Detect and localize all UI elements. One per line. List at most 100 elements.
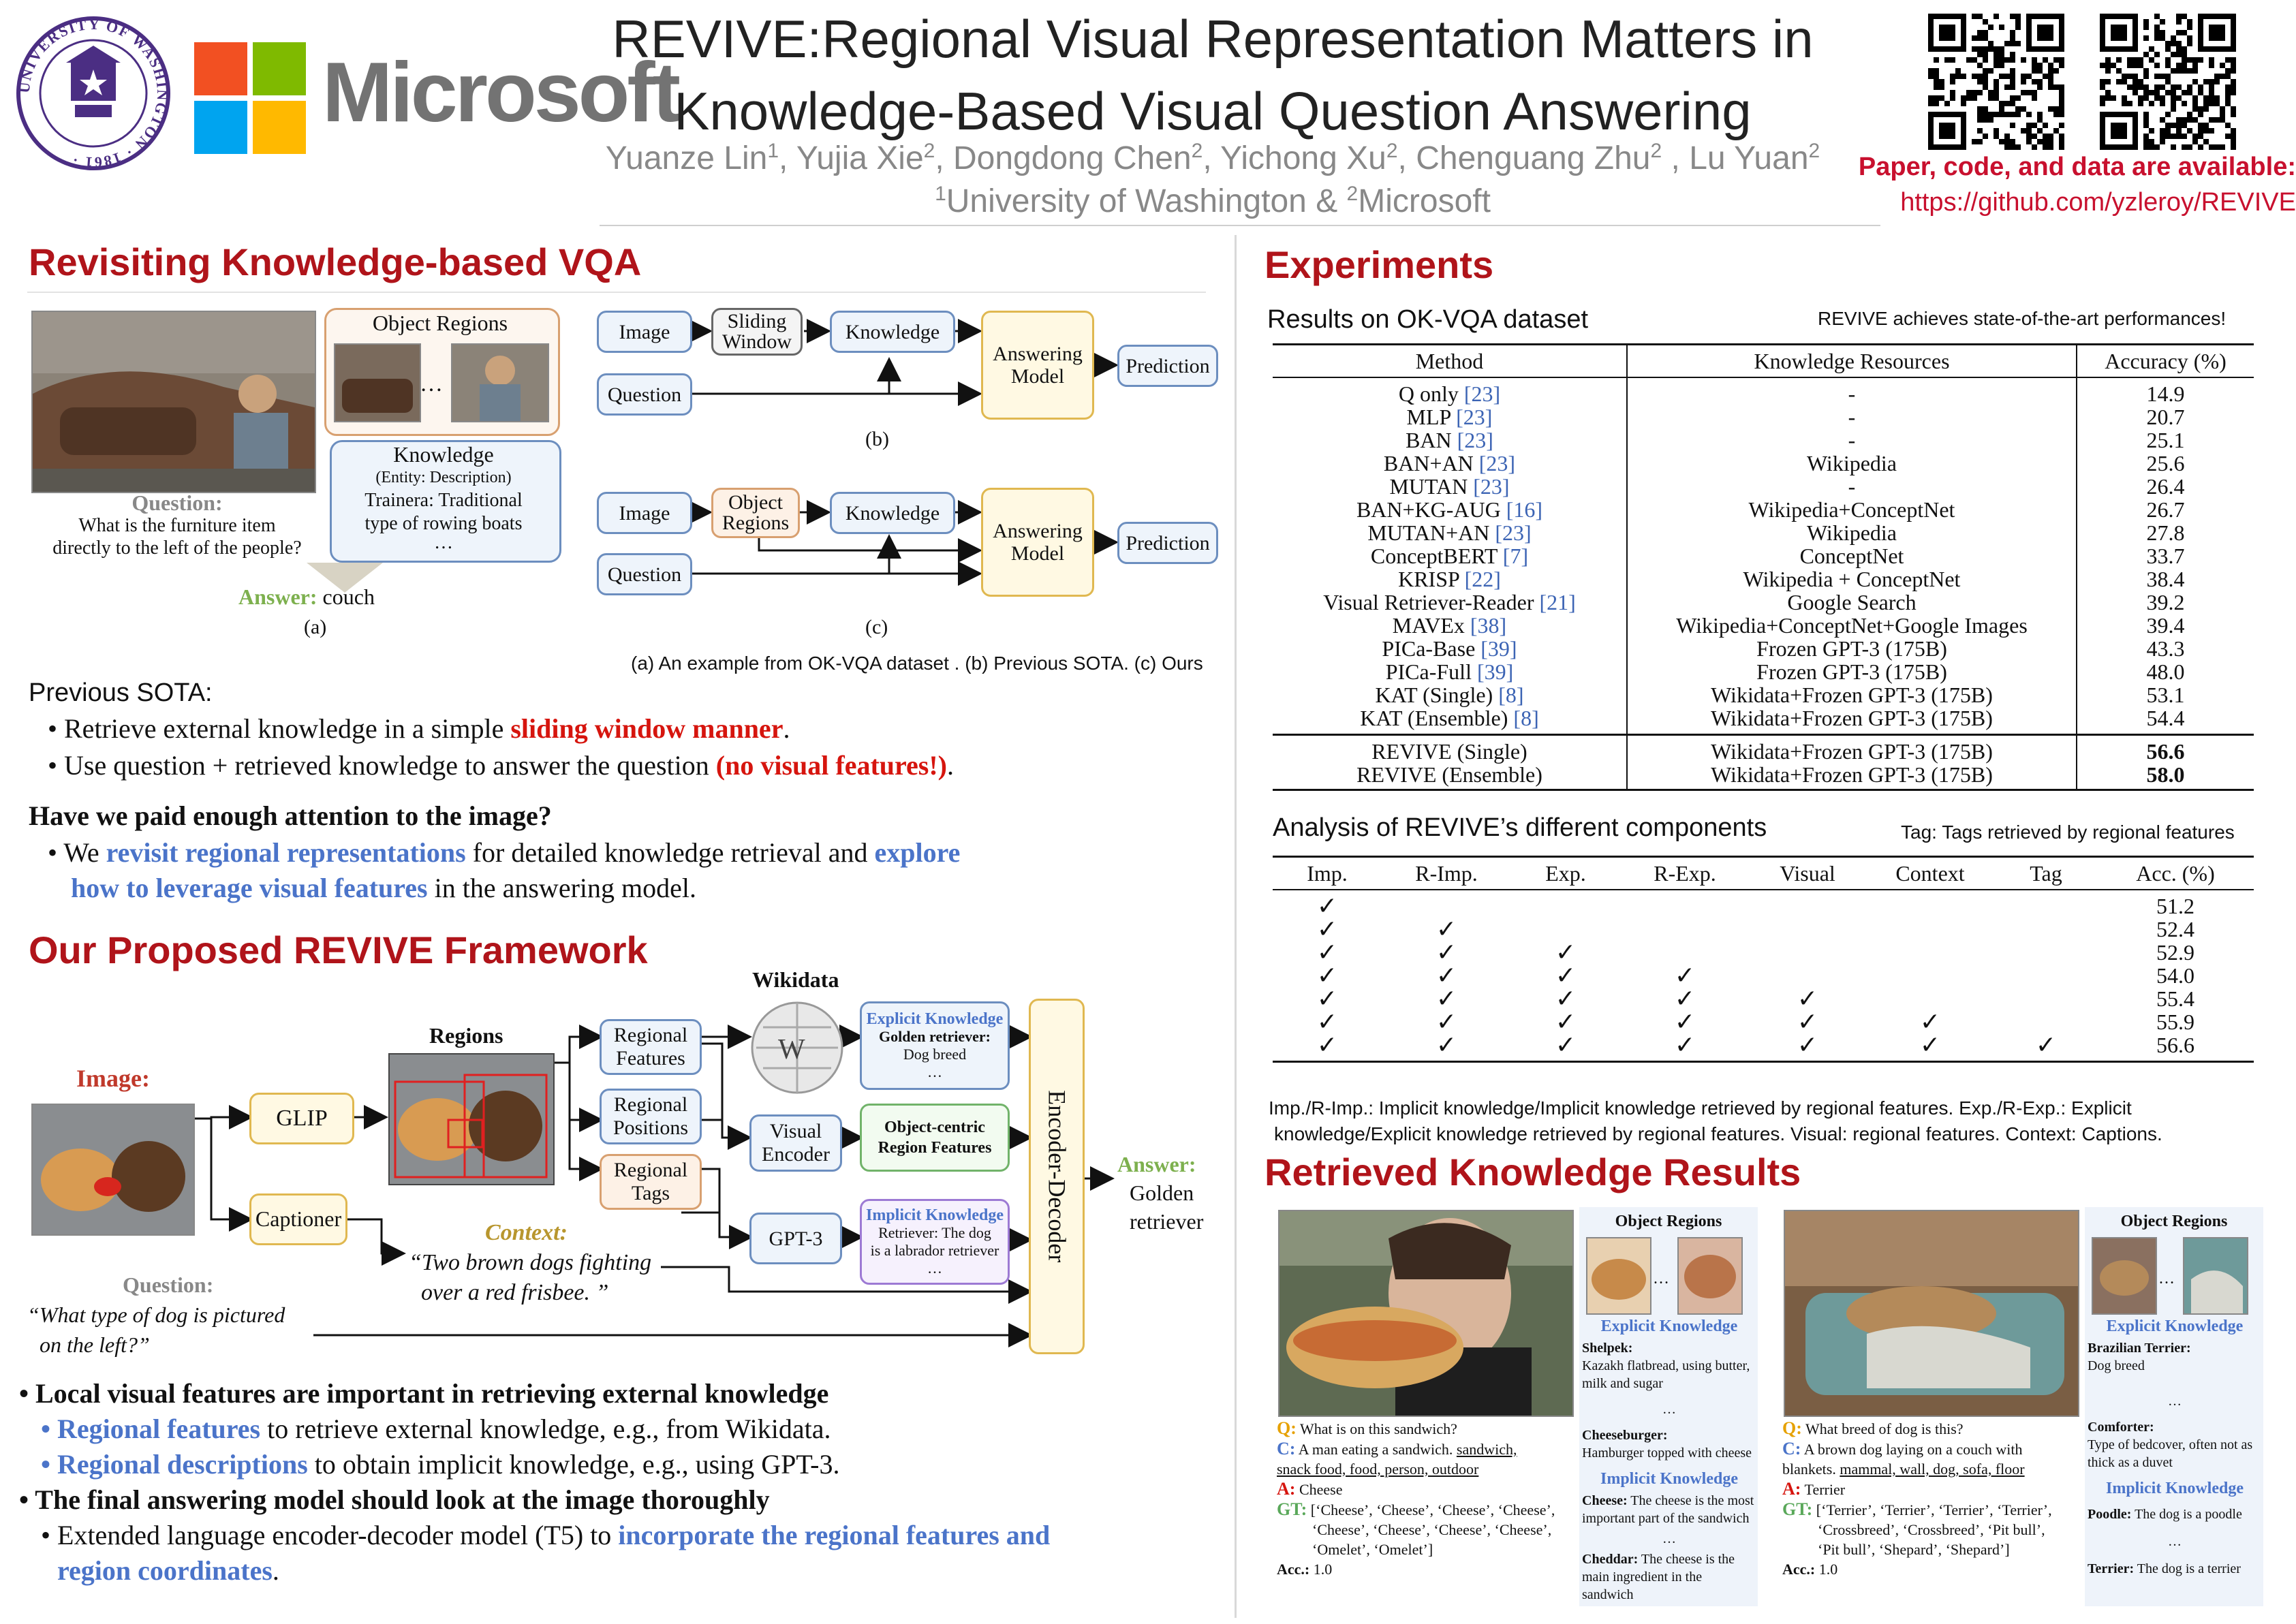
okvqa-citation[interactable]: [23] (1457, 428, 1493, 452)
okvqa-method-cell: Visual Retriever-Reader [21] (1273, 590, 1628, 614)
ex2-c-text2u: mammal, wall, dog, sofa, floor (1840, 1461, 2025, 1478)
retrieved-title: Retrieved Knowledge Results (1265, 1151, 1801, 1193)
okvqa-citation[interactable]: [23] (1456, 405, 1493, 429)
sota-note: REVIVE achieves state-of-the-art perform… (1818, 308, 2227, 329)
ablation-header-cell: Tag (2030, 861, 2062, 886)
okvqa-citation[interactable]: [39] (1476, 659, 1514, 684)
ex1-c-label: C: (1277, 1439, 1296, 1458)
fw-regional-tags-2: Tags (631, 1182, 670, 1204)
fig-c-question: Question (597, 553, 692, 595)
ablation-legend-2: knowledge/Explicit knowledge retrieved b… (1274, 1123, 2162, 1144)
ablation-accuracy: 52.4 (2156, 917, 2194, 941)
okvqa-resources: - (1627, 405, 2077, 428)
ablation-check-cell (1620, 890, 1750, 918)
okvqa-citation[interactable]: [39] (1480, 636, 1517, 661)
okvqa-citation[interactable]: [8] (1498, 683, 1524, 707)
fw-explicit-sub1: Golden retriever: (879, 1028, 991, 1045)
ex2-object-regions: Object Regions (2120, 1213, 2228, 1230)
okvqa-method: PICa-Full (1385, 659, 1477, 684)
okvqa-citation[interactable]: [23] (1463, 381, 1501, 406)
okvqa-method-cell: MLP [23] (1273, 405, 1628, 429)
fw-answer-label: Answer: (1117, 1152, 1196, 1176)
fig-a-question-text2: directly to the left of the people? (52, 537, 302, 559)
fw-regional-tags-1: Regional (613, 1159, 688, 1181)
fig-a-region-2 (451, 343, 549, 422)
okvqa-accuracy: 14.9 (2146, 381, 2185, 406)
okvqa-citation[interactable]: [22] (1464, 567, 1501, 591)
fig-a-question-label: Question: (131, 490, 223, 515)
fig-b-answering-2: Model (1010, 365, 1065, 388)
okvqa-resources: Wikidata+Frozen GPT-3 (175B) (1627, 706, 2077, 735)
fig-a-down-arrow (307, 563, 383, 593)
poster-title: REVIVE:Regional Visual Representation Ma… (545, 3, 1880, 147)
okvqa-method-cell: MUTAN [23] (1273, 474, 1628, 499)
ex2-a-text: Terrier (1801, 1481, 1846, 1498)
okvqa-citation[interactable]: [23] (1478, 451, 1516, 475)
okvqa-method-cell: ConceptBERT [7] (1273, 544, 1628, 568)
fw-image-label: Image: (76, 1065, 150, 1092)
ablation-header-cell: Imp. (1307, 861, 1348, 886)
okvqa-method-cell: KAT (Ensemble) [8] (1273, 706, 1628, 735)
wikipedia-globe-icon: W (749, 1000, 845, 1095)
ex2-i1: Poodle: The dog is a poodle (2088, 1505, 2262, 1523)
okvqa-method: Visual Retriever-Reader (1323, 590, 1540, 614)
ms-square-green (253, 42, 306, 95)
affil2-sup: 2 (1346, 183, 1359, 205)
fw-explicit-knowledge: Explicit Knowledge Golden retriever: Dog… (860, 1001, 1010, 1090)
ex1-i1-text2: important part of the sandwich (1582, 1511, 1750, 1526)
fw-regional-positions: Regional Positions (600, 1089, 702, 1144)
ms-square-yellow (253, 101, 306, 154)
repo-link[interactable]: https://github.com/yzleroy/REVIVE (1900, 188, 2296, 217)
okvqa-citation[interactable]: [23] (1473, 474, 1510, 499)
ablation-check-cell: ✓ (1797, 1031, 1818, 1059)
qr-code-paper[interactable] (1928, 14, 2064, 150)
ablation-check-cell (1995, 890, 2097, 918)
ex2-k2-name: Comforter: (2088, 1420, 2154, 1435)
ex1-k1-name: Shelpek: (1582, 1341, 1633, 1356)
okvqa-citation[interactable]: [7] (1502, 544, 1529, 568)
ablation-row: ✓51.2 (1273, 890, 2254, 918)
author-affiliation-sup: 2 (923, 140, 935, 162)
fw-explicit-title: Explicit Knowledge (866, 1010, 1004, 1028)
okvqa-citation[interactable]: [21] (1539, 590, 1576, 614)
fig-a-knowledge-text: Knowledge (Entity: Description) Trainera… (330, 443, 557, 553)
okvqa-accuracy: 27.8 (2146, 520, 2185, 545)
okvqa-citation[interactable]: [8] (1513, 706, 1539, 730)
okvqa-header-method: Method (1273, 345, 1628, 377)
okvqa-citation[interactable]: [16] (1506, 497, 1543, 522)
qr-code-code[interactable] (2100, 14, 2236, 150)
tag-note: Tag: Tags retrieved by regional features (1901, 822, 2235, 843)
ablation-accuracy: 54.0 (2156, 963, 2194, 988)
ablation-check-cell: ✓ (1674, 1031, 1696, 1059)
ex2-region-1 (2092, 1237, 2157, 1315)
okvqa-citation[interactable]: [23] (1495, 520, 1532, 545)
okvqa-ours-row: REVIVE (Single)Wikidata+Frozen GPT-3 (17… (1273, 734, 2254, 763)
okvqa-ours-acc: 58.0 (2146, 762, 2185, 787)
ablation-accuracy: 55.9 (2156, 1010, 2194, 1034)
okvqa-resources: Wikipedia (1627, 452, 2077, 475)
ex1-a-text: Cheese (1295, 1481, 1343, 1498)
okvqa-method-cell: Q only [23] (1273, 377, 1628, 406)
fig-a-knowledge-dots: … (434, 532, 453, 553)
ex2-i2: Terrier: The dog is a terrier (2088, 1560, 2262, 1578)
ex2-i-dots: … (2168, 1534, 2182, 1549)
ablation-check-cell: ✓ (1555, 962, 1577, 989)
okvqa-ours-res: Wikidata+Frozen GPT-3 (175B) (1627, 734, 2077, 763)
header-divider (600, 225, 1880, 226)
prev-sota-heading: Previous SOTA: (29, 678, 213, 707)
ex2-q: Q: What breed of dog is this? (1782, 1418, 2082, 1439)
ex1-k2-name: Cheeseburger: (1582, 1428, 1668, 1443)
okvqa-citation[interactable]: [38] (1470, 613, 1507, 638)
okvqa-method-cell: BAN+AN [23] (1273, 451, 1628, 475)
ex1-acc-label: Acc.: (1277, 1561, 1310, 1578)
b3-pre: • We (48, 837, 106, 868)
author-affiliation-sup: 2 (1650, 140, 1662, 162)
ablation-title: Analysis of REVIVE’s different component… (1273, 813, 1767, 842)
ablation-check-cell (1511, 918, 1620, 941)
ablation-check-cell: ✓ (1555, 939, 1577, 966)
okvqa-accuracy: 39.2 (2146, 590, 2185, 614)
ex1-k-dots: … (1662, 1402, 1676, 1417)
ablation-check-cell: ✓ (1436, 939, 1457, 966)
okvqa-resources: Wikidata+Frozen GPT-3 (175B) (1627, 683, 2077, 706)
okvqa-method: MAVEx (1392, 613, 1470, 638)
